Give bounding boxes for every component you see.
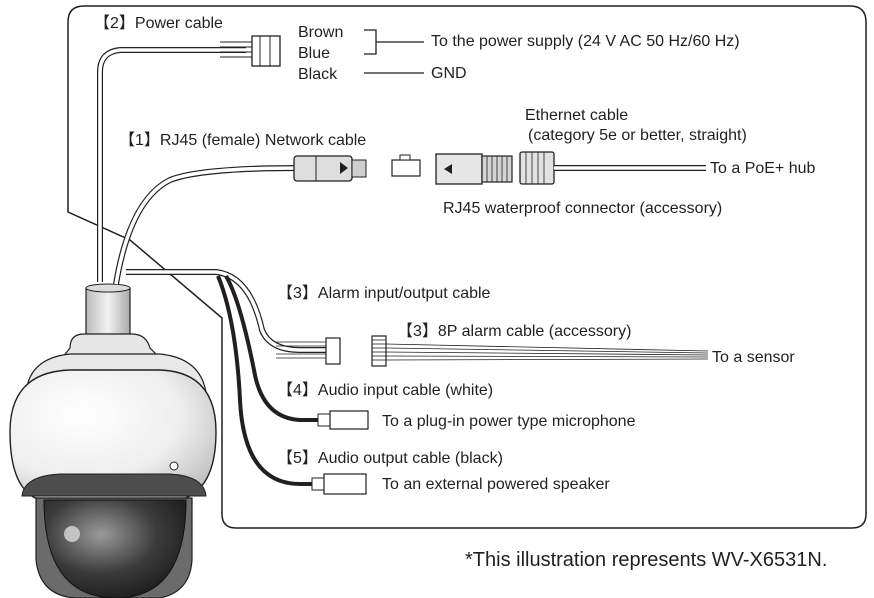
gnd-label: GND <box>431 65 467 82</box>
alarm-accessory-label: 【3】8P alarm cable (accessory) <box>397 323 631 340</box>
audio-output-label: 【5】Audio output cable (black) <box>277 450 503 467</box>
wire-brown-label: Brown <box>298 24 343 41</box>
waterproof-connector-body <box>435 153 483 185</box>
speaker-plug <box>323 473 367 495</box>
audio-input-label: 【4】Audio input cable (white) <box>277 382 493 399</box>
power-connector <box>251 35 281 67</box>
power-cable: 【2】Power cable Brown Blue Black To the p… <box>94 15 740 282</box>
poe-hub-label: To a PoE+ hub <box>710 160 816 177</box>
alarm-connector <box>325 337 341 365</box>
microphone-plug <box>329 410 369 430</box>
audio-input-cable: 【4】Audio input cable (white) To a plug-i… <box>224 274 636 430</box>
ethernet-cable-spec: (category 5e or better, straight) <box>528 127 747 144</box>
audio-output-cable: 【5】Audio output cable (black) To an exte… <box>216 275 610 495</box>
speaker-label: To an external powered speaker <box>382 476 610 493</box>
waterproof-connector-label: RJ45 waterproof connector (accessory) <box>443 200 722 217</box>
power-supply-label: To the power supply (24 V AC 50 Hz/60 Hz… <box>431 33 740 50</box>
network-cable-label: 【1】RJ45 (female) Network cable <box>119 132 366 149</box>
rj45-plug <box>391 159 421 177</box>
ethernet-cable-label: Ethernet cable <box>525 107 628 124</box>
sensor-label: To a sensor <box>712 349 795 366</box>
power-cable-label: 【2】Power cable <box>94 15 223 32</box>
alarm-cable: 【3】Alarm input/output cable 【3】8P alarm … <box>126 269 795 367</box>
wire-blue-label: Blue <box>298 45 330 62</box>
frame-outline <box>67 5 867 529</box>
wire-bracket <box>364 29 424 55</box>
alarm-cable-label: 【3】Alarm input/output cable <box>277 285 491 302</box>
camera-illustration <box>9 283 217 598</box>
network-cable: 【1】RJ45 (female) Network cable Ethernet … <box>113 107 816 285</box>
waterproof-connector-cap <box>519 151 555 185</box>
alarm-8p-connector <box>371 335 387 367</box>
microphone-label: To a plug-in power type microphone <box>382 413 636 430</box>
footnote: *This illustration represents WV-X6531N. <box>465 549 827 571</box>
wire-black-label: Black <box>298 66 338 83</box>
